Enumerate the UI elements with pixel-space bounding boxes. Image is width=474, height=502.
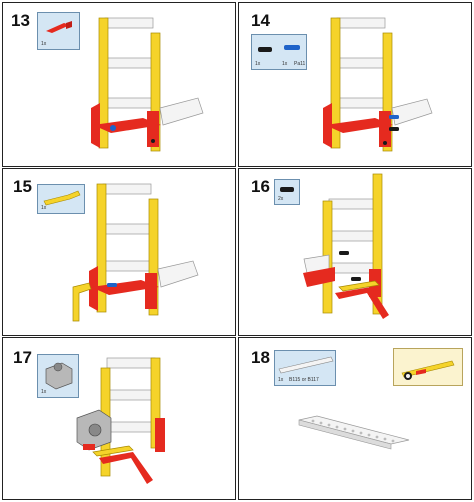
step-18-panel: 18 1x B115 or B117 [238,337,472,500]
red-beam-part-icon [46,21,72,33]
part-quantity: 1x [41,205,47,211]
assembly-illustration [76,357,165,484]
step-number: 13 [11,11,30,30]
parts-callout: 1x 1x Pa11 [251,34,307,70]
parts-callout: 1x B115 or B117 [274,350,336,386]
assembly-illustration [303,173,389,319]
step-13-panel: 13 1x [2,2,236,167]
black-pin-part-icon [258,47,272,52]
step-number: 14 [251,11,270,30]
sub-assembly-illustration [401,360,455,380]
step-number: 16 [251,177,270,196]
part-label: Pa11 [294,61,306,67]
step-17-panel: 17 1x [2,337,236,500]
grey-motor-part-icon [45,362,73,390]
parts-callout: 1x [37,12,80,50]
part-quantity: 2x [278,196,284,202]
step-16-panel: 16 2x [238,168,472,336]
part-quantity: 1x [41,389,47,395]
parts-callout: 2x [274,179,300,205]
assembly-illustration [91,17,204,152]
black-pin-part-icon [280,187,294,192]
assembly-illustration [323,17,433,152]
part-quantity: 1x [278,377,284,383]
step-number: 18 [251,348,270,367]
parts-callout: 1x [37,354,79,398]
part-quantity: 1x [41,41,47,47]
assembly-illustration [298,415,410,450]
assembly-illustration [72,183,199,322]
part-quantity: 1x [282,61,288,67]
sub-assembly-preview [393,348,463,386]
part-quantity: 1x [255,61,261,67]
step-number: 15 [13,177,32,196]
part-label: B115 or B117 [289,377,319,383]
step-15-panel: 15 1x [2,168,236,336]
parts-callout: 1x [37,184,85,214]
step-14-panel: 14 1x 1x Pa11 [238,2,472,167]
white-beam-part-icon [278,356,334,374]
step-number: 17 [13,348,32,367]
blue-pin-part-icon [284,45,300,50]
yellow-bent-beam-part-icon [43,190,81,206]
